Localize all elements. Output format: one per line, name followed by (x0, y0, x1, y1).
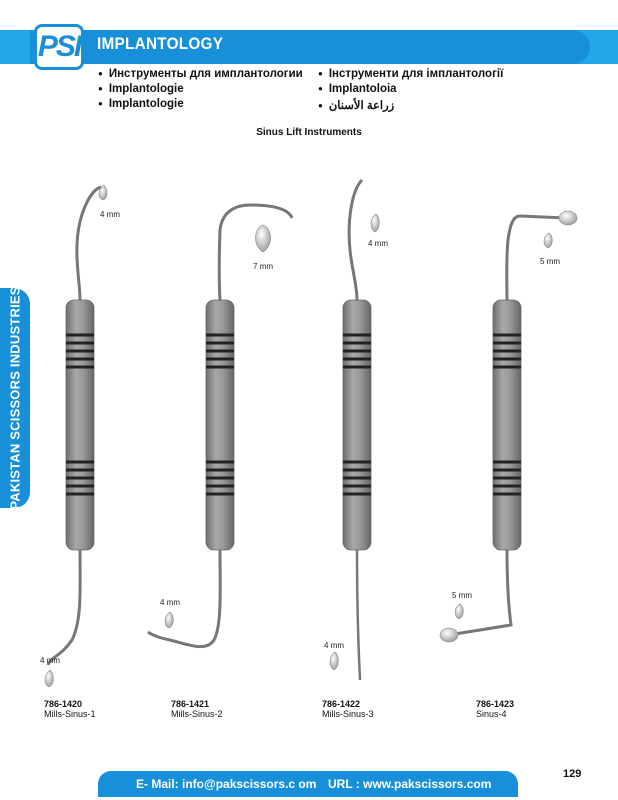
instrument-786-1420 (44, 184, 108, 688)
page-number: 129 (563, 768, 582, 780)
instrument-code-1423: 786-1423 (476, 699, 515, 709)
tip-label-1421-bottom: 4 mm (160, 598, 180, 607)
language-russian: Инструменты для имплантологии (98, 68, 303, 80)
instrument-786-1423 (439, 210, 578, 643)
page-title: IMPLANTOLOGY (97, 34, 224, 53)
psi-logo: PSI (34, 24, 84, 70)
language-german: Implantologie (98, 83, 184, 95)
footer-band (98, 771, 518, 797)
instrument-code-1421: 786-1421 (171, 699, 210, 709)
instrument-name-1423: Sinus-4 (476, 709, 507, 719)
tip-label-1422-bottom: 4 mm (324, 641, 344, 650)
language-french: Implantologie (98, 98, 184, 110)
instrument-name-1420: Mills-Sinus-1 (44, 709, 96, 719)
section-subtitle: Sinus Lift Instruments (256, 127, 362, 138)
header-band (0, 30, 618, 64)
instrument-code-1420: 786-1420 (44, 699, 83, 709)
side-tab (0, 288, 30, 508)
footer-email[interactable]: E- Mail: info@pakscissors.c om (136, 777, 317, 791)
language-ukrainian: Інструменти для імплантології (318, 68, 503, 80)
tip-label-1421-top: 7 mm (253, 262, 273, 271)
instrument-name-1422: Mills-Sinus-3 (322, 709, 374, 719)
footer-url[interactable]: URL : www.pakscissors.com (328, 777, 492, 791)
tip-label-1420-top: 4 mm (100, 210, 120, 219)
instrument-786-1421 (147, 203, 294, 649)
instrument-name-1421: Mills-Sinus-2 (171, 709, 223, 719)
header-pill (30, 30, 590, 64)
tip-label-1423-bottom: 5 mm (452, 591, 472, 600)
language-other: Implantoloia (318, 83, 397, 95)
instrument-code-1422: 786-1422 (322, 699, 361, 709)
language-arabic: زراعة الأسنان (318, 98, 394, 112)
instrument-786-1422 (329, 178, 380, 681)
tip-label-1422-top: 4 mm (368, 239, 388, 248)
tip-label-1420-bottom: 4 mm (40, 656, 60, 665)
tip-label-1423-top: 5 mm (540, 257, 560, 266)
